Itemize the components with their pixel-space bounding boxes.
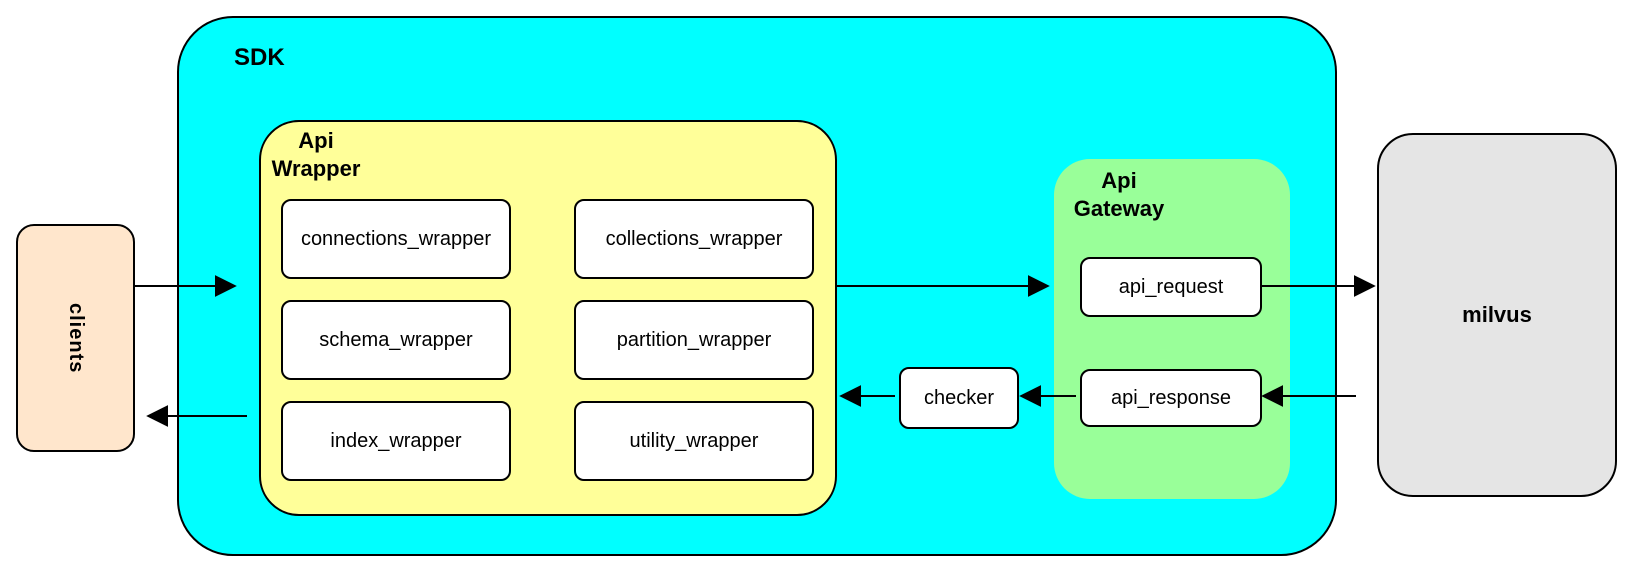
api-wrapper-label-line1: Api (298, 128, 334, 153)
node-partition-wrapper: partition_wrapper (574, 300, 814, 380)
sdk-label: SDK (234, 44, 285, 71)
node-collections-wrapper: collections_wrapper (574, 199, 814, 279)
node-api-response: api_response (1080, 369, 1262, 427)
clients-label: clients (65, 302, 87, 374)
group-api-gateway: Api Gateway api_request api_response (1054, 159, 1290, 499)
node-utility-wrapper: utility_wrapper (574, 401, 814, 481)
node-api-request: api_request (1080, 257, 1262, 317)
api-wrapper-label-line2: Wrapper (271, 156, 361, 181)
group-api-wrapper: Api Wrapper connections_wrapper collecti… (259, 120, 837, 516)
node-index-wrapper: index_wrapper (281, 401, 511, 481)
node-connections-wrapper: connections_wrapper (281, 199, 511, 279)
node-checker: checker (899, 367, 1019, 429)
api-wrapper-label: Api Wrapper (261, 127, 371, 183)
node-clients: clients (16, 224, 135, 452)
api-gateway-label-line2: Gateway (1073, 196, 1165, 221)
api-gateway-label: Api Gateway (1054, 167, 1184, 223)
node-milvus: milvus (1377, 133, 1617, 497)
api-gateway-label-line1: Api (1101, 168, 1137, 193)
group-sdk: SDK Api Wrapper connections_wrapper coll… (177, 16, 1337, 556)
node-schema-wrapper: schema_wrapper (281, 300, 511, 380)
